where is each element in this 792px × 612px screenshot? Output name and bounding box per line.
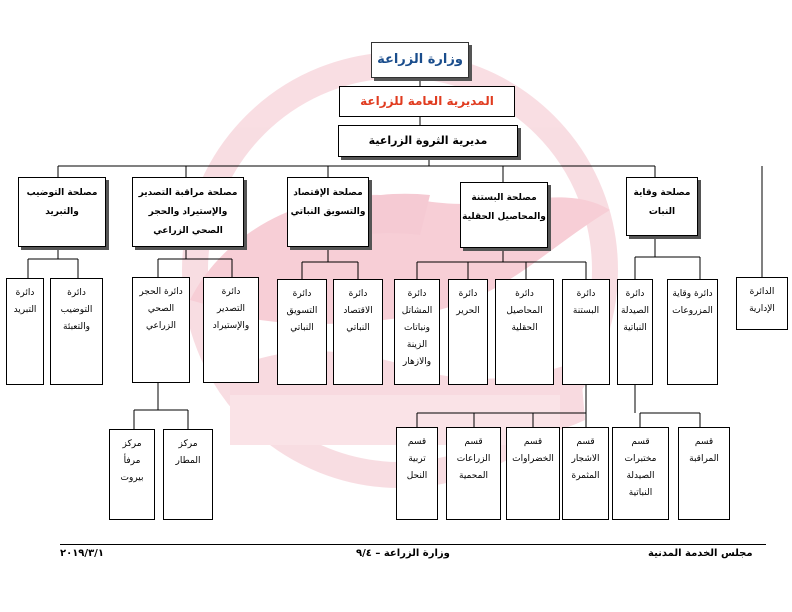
office-horticulture: دائرة البستنة	[562, 279, 610, 385]
office-cooling: دائرة التبريد	[6, 278, 44, 385]
office-field-crops: دائرة المحاصيل الحقلية	[495, 279, 554, 385]
footer-date: ٢٠١٩/٣/١	[60, 548, 104, 559]
section-fruit-trees: قسم الاشجار المثمرة	[562, 427, 609, 520]
office-silk: دائرة الحرير	[448, 279, 488, 385]
section-greenhouses: قسم الزراعات المحمية	[446, 427, 501, 520]
section-beekeeping: قسم تربية النحل	[396, 427, 438, 520]
footer-page: وزارة الزراعة – ٩/٤	[356, 548, 450, 559]
office-administrative: الدائرة الإدارية	[736, 277, 788, 330]
section-pharmacy-labs: قسم مختبرات الصيدلة النباتية	[612, 427, 669, 520]
section-vegetables: قسم الخضراوات	[506, 427, 560, 520]
department-export-control: مصلحة مراقبة التصدير والإستيراد والحجر ا…	[132, 177, 244, 247]
department-cooling: مصلحة التوضيب والتبريد	[18, 177, 106, 247]
office-crop-protection: دائرة وقاية المزروعات	[667, 279, 718, 385]
office-quarantine: دائرة الحجر الصحي الزراعي	[132, 277, 190, 383]
ministry-box: وزارة الزراعة	[371, 42, 469, 78]
office-marketing: دائرة التسويق النباتي	[277, 279, 327, 385]
office-export-import: دائرة التصدير والإستيراد	[203, 277, 259, 383]
directorate-general-box: المديرية العامة للزراعة	[339, 86, 515, 117]
office-plant-economy: دائرة الاقتصاد النباتي	[333, 279, 383, 385]
footer-rule	[60, 544, 766, 545]
center-beirut-port: مركز مرفأ بيروت	[109, 429, 155, 520]
office-plant-pharmacy: دائرة الصيدلة النباتية	[617, 279, 653, 385]
department-horticulture: مصلحة البستنة والمحاصيل الحقلية	[460, 182, 548, 248]
section-monitoring: قسم المراقبة	[678, 427, 730, 520]
office-packaging: دائرة التوضيب والتعبئة	[50, 278, 103, 385]
department-economy: مصلحة الإقتصاد والتسويق النباتي	[287, 177, 369, 247]
office-nurseries: دائرة المشاتل ونباتات الزينة والازهار	[394, 279, 440, 385]
footer-council: مجلس الخدمة المدنية	[648, 548, 753, 559]
center-airport: مركز المطار	[163, 429, 213, 520]
department-plant-protection: مصلحة وقاية النبات	[626, 177, 698, 236]
directorate-box: مديرية الثروة الزراعية	[338, 125, 518, 157]
